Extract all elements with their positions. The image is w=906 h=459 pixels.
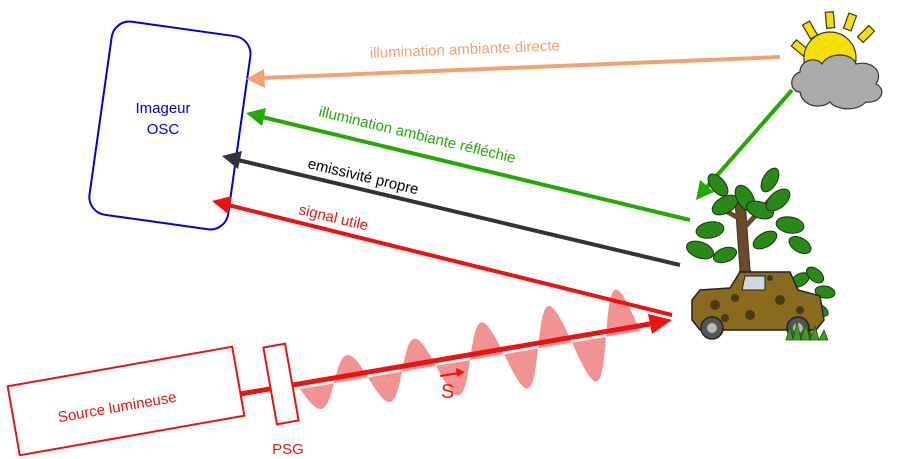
sun-rays xyxy=(790,11,876,58)
ray-useful-signal: signal utile xyxy=(212,196,673,317)
imager-osc: Imageur OSC xyxy=(88,20,252,231)
imager-label-line2: OSC xyxy=(147,121,180,138)
ray-sun-to-scene xyxy=(696,88,794,200)
cloud xyxy=(791,54,883,110)
stokes-label: S xyxy=(441,381,454,403)
psg-label: PSG xyxy=(272,441,304,458)
imager-box xyxy=(88,20,252,231)
ray-emissivity: emissivité propre xyxy=(222,151,681,267)
sun-cloud-icon xyxy=(790,11,883,110)
psg-plate xyxy=(262,342,300,426)
polarized-wave xyxy=(300,289,640,409)
light-source-box xyxy=(6,345,246,457)
ray-emissivity-label: emissivité propre xyxy=(306,155,420,198)
grass xyxy=(785,321,829,342)
tree-leaves xyxy=(686,167,812,264)
light-source: Source lumineuse xyxy=(6,345,246,457)
ray-direct-label: illumination ambiante directe xyxy=(369,37,560,62)
beam-source-to-scene xyxy=(239,314,672,397)
ray-reflected-label: illumination ambiante réfléchie xyxy=(317,103,517,167)
imager-label-line1: Imageur xyxy=(135,100,190,117)
target-scene xyxy=(686,167,836,342)
ray-direct-illumination: illumination ambiante directe xyxy=(246,37,781,88)
psg: PSG xyxy=(262,342,304,458)
stokes-vector: S xyxy=(439,368,465,403)
